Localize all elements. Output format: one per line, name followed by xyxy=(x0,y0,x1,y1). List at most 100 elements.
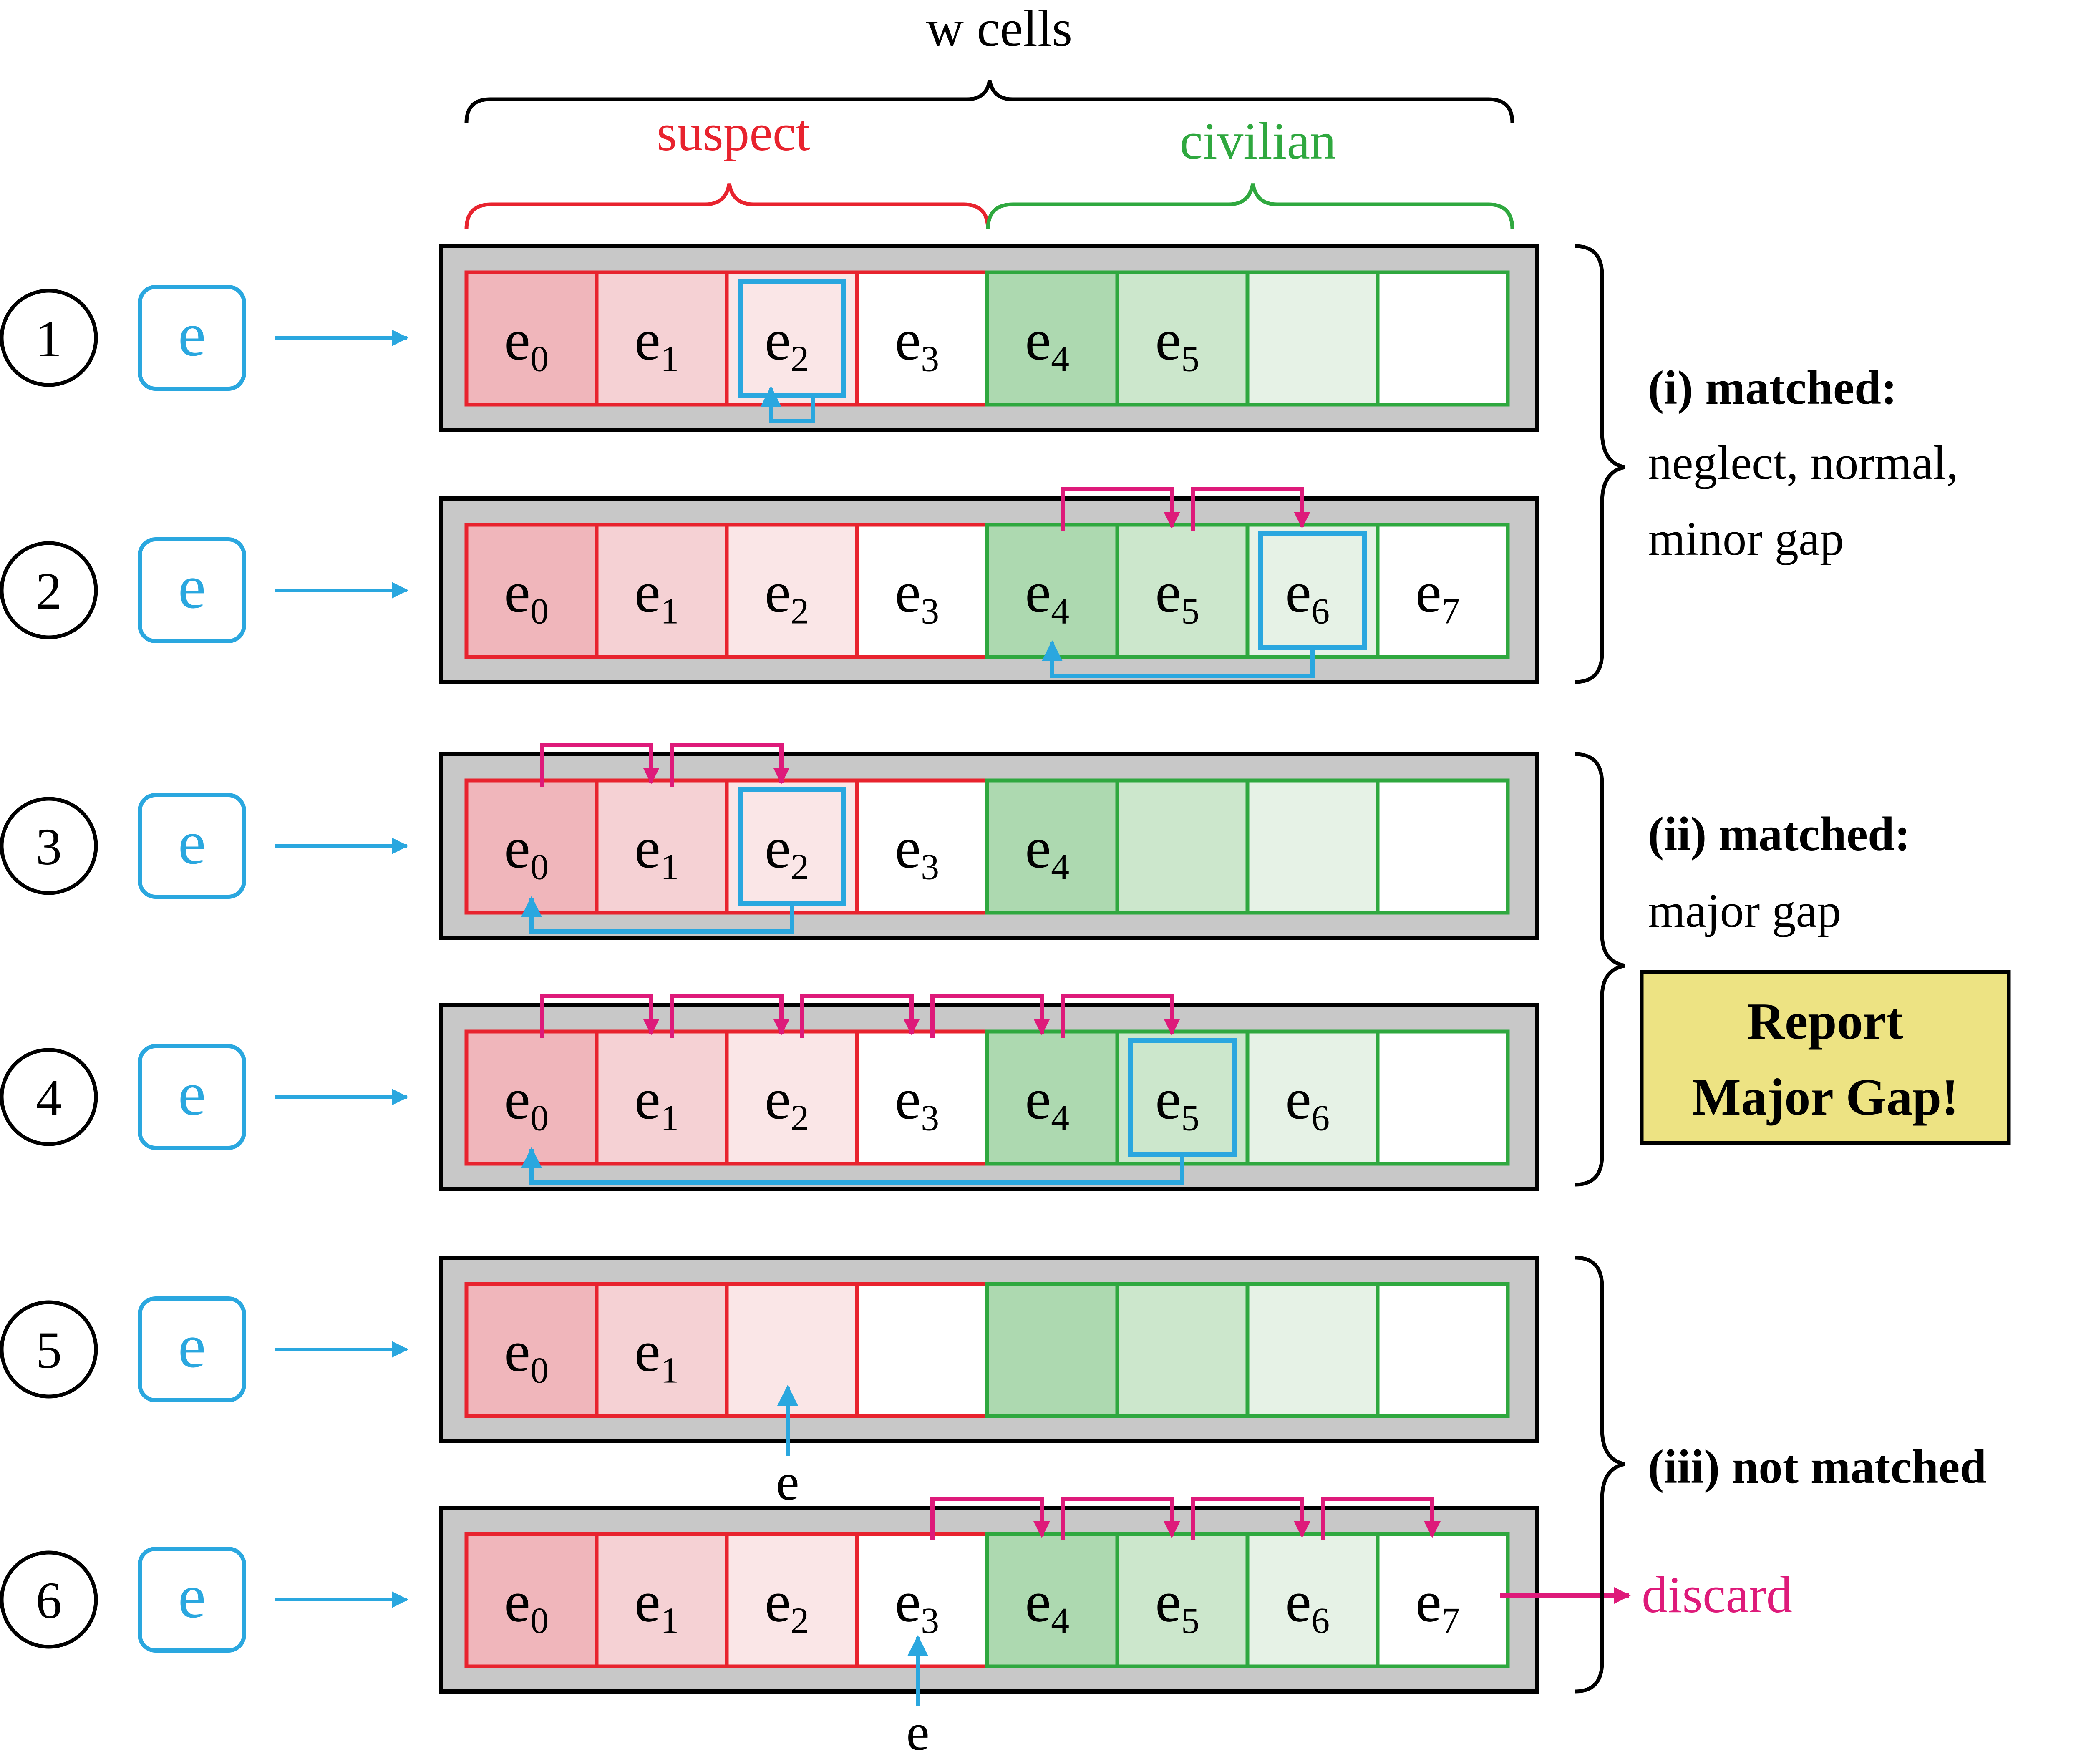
arrow-overlays: e e discard xyxy=(521,279,1792,1761)
cell-entry-label: e1 xyxy=(635,1570,679,1641)
step-number-circle xyxy=(0,541,98,639)
window-cell-civilian-white xyxy=(1376,270,1510,407)
cell-entry-label: e3 xyxy=(895,308,939,380)
window-cell-suspect-dark xyxy=(464,1029,599,1166)
window-cell-civilian-light xyxy=(1245,778,1380,915)
cell-entry-label: e1 xyxy=(635,1319,679,1391)
cell-entry-label: e0 xyxy=(504,1319,549,1391)
window-cell-civilian-dark xyxy=(985,1029,1119,1166)
window-cell-suspect-medium xyxy=(595,1282,729,1418)
cell-entry-label: e3 xyxy=(895,816,939,888)
w-cells-label: w cells xyxy=(926,0,1073,58)
cell-entry-label: e5 xyxy=(1155,1067,1199,1139)
step-number-circle xyxy=(0,797,98,895)
group-ii-title: (ii) matched: xyxy=(1648,808,1910,861)
window-cell-suspect-dark xyxy=(464,778,599,915)
cell-entry-label: e0 xyxy=(504,308,549,380)
incoming-element-box xyxy=(138,1044,246,1150)
cell-entry-label: e1 xyxy=(635,308,679,380)
insert-label: e xyxy=(776,1454,799,1511)
window-cell-suspect-white xyxy=(855,1532,989,1668)
group-ii-desc-1: major gap xyxy=(1648,884,1841,937)
incoming-element-box xyxy=(138,537,246,643)
window-cell-suspect-white xyxy=(855,523,989,659)
incoming-element-box xyxy=(138,1547,246,1653)
discard-label: discard xyxy=(1642,1566,1792,1624)
cell-entry-label: e7 xyxy=(1416,560,1460,632)
cell-entry-label: e6 xyxy=(1285,560,1330,632)
shift-arrow xyxy=(540,994,660,1038)
window-cell-civilian-medium xyxy=(1115,1532,1250,1668)
move-to-front-arrow xyxy=(761,386,815,423)
window-cell-suspect-white xyxy=(855,1282,989,1418)
group-i-desc-2: minor gap xyxy=(1648,512,1844,565)
move-to-front-arrow xyxy=(1042,640,1315,678)
window-cell-civilian-dark xyxy=(985,270,1119,407)
window-cell-civilian-white xyxy=(1376,523,1510,659)
window-cell-suspect-medium xyxy=(595,778,729,915)
window-cell-suspect-light xyxy=(725,523,859,659)
group-annotations: (i) matched: neglect, normal, minor gap … xyxy=(1575,244,2011,1694)
step-number: 2 xyxy=(36,563,62,620)
window-cell-suspect-white xyxy=(855,270,989,407)
window-cell-suspect-medium xyxy=(595,270,729,407)
cell-entry-label: e2 xyxy=(765,816,809,888)
report-line-1: Report xyxy=(1747,993,1904,1050)
incoming-element-label: e xyxy=(178,1562,206,1631)
cell-entry-label: e5 xyxy=(1155,1570,1199,1641)
window-cell-civilian-dark xyxy=(985,1532,1119,1668)
window-cell-suspect-medium xyxy=(595,1532,729,1668)
window-cell-suspect-medium xyxy=(595,523,729,659)
cell-entry-label: e4 xyxy=(1025,1570,1069,1641)
incoming-element-box xyxy=(138,793,246,899)
cell-entry-label: e5 xyxy=(1155,308,1199,380)
move-to-front-arrow xyxy=(521,1147,1184,1185)
step-number: 3 xyxy=(36,818,62,876)
w-cells-brace xyxy=(464,80,1514,123)
window-cell-civilian-light xyxy=(1245,523,1380,659)
cell-entry-label: e2 xyxy=(765,308,809,380)
cell-entry-label: e5 xyxy=(1155,560,1199,632)
shift-arrow xyxy=(800,994,920,1038)
shift-arrow xyxy=(540,743,660,787)
civilian-label: civilian xyxy=(1180,113,1336,170)
cell-entry-label: e7 xyxy=(1416,1570,1460,1641)
incoming-element-label: e xyxy=(178,1059,206,1128)
window-cell-suspect-medium xyxy=(595,1029,729,1166)
step-number: 5 xyxy=(36,1322,62,1379)
window-cell-civilian-medium xyxy=(1115,1029,1250,1166)
group-i-desc-1: neglect, normal, xyxy=(1648,436,1958,489)
shift-arrow xyxy=(1191,487,1310,531)
window-cell-suspect-light xyxy=(725,270,859,407)
incoming-element-label: e xyxy=(178,1311,206,1381)
cell-entry-label: e6 xyxy=(1285,1067,1330,1139)
cell-entry-label: e3 xyxy=(895,1570,939,1641)
cell-entry-label: e2 xyxy=(765,1570,809,1641)
shift-arrow xyxy=(1321,1497,1441,1540)
matched-cell-highlight xyxy=(738,279,846,398)
cell-entry-label: e1 xyxy=(635,560,679,632)
window-cell-suspect-light xyxy=(725,778,859,915)
group-i-brace xyxy=(1575,244,1625,684)
cell-entry-label: e4 xyxy=(1025,308,1069,380)
cell-entry-label: e4 xyxy=(1025,816,1069,888)
window-cell-civilian-light xyxy=(1245,1282,1380,1418)
civilian-brace xyxy=(986,183,1514,230)
window-cell-suspect-dark xyxy=(464,523,599,659)
window-row: 5 e e0 e1 xyxy=(0,1256,1539,1443)
cell-entry-label: e4 xyxy=(1025,560,1069,632)
window-cell-civilian-white xyxy=(1376,1282,1510,1418)
cell-entry-label: e0 xyxy=(504,1570,549,1641)
window-cell-civilian-white xyxy=(1376,778,1510,915)
shift-arrow xyxy=(930,1497,1050,1540)
cell-entry-label: e2 xyxy=(765,560,809,632)
step-number: 4 xyxy=(36,1069,62,1127)
group-iii-brace xyxy=(1575,1256,1625,1694)
window-cell-civilian-dark xyxy=(985,523,1119,659)
insert-label: e xyxy=(906,1704,929,1761)
window-cell-suspect-white xyxy=(855,778,989,915)
